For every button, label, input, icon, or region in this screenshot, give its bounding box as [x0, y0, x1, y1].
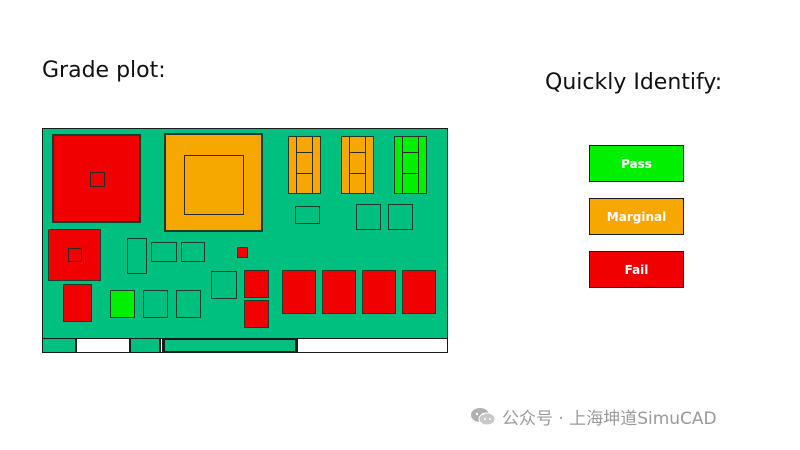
bottom-strip-6 — [297, 338, 448, 353]
component-j2-left-rail — [349, 136, 350, 194]
component-u2-outline — [184, 155, 244, 215]
bottom-strip-1 — [42, 338, 76, 353]
component-c3[interactable] — [362, 270, 396, 314]
legend-fail: Fail — [589, 251, 684, 288]
legend-marginal-label: Marginal — [606, 209, 667, 224]
component-u1-pad — [90, 172, 105, 187]
legend-marginal: Marginal — [589, 198, 684, 235]
component-j3-bar-bottom — [402, 173, 419, 174]
legend-fail-label: Fail — [624, 262, 649, 277]
component-r2[interactable] — [244, 300, 269, 328]
component-j1-left-rail — [296, 136, 297, 194]
component-j1-bar-top — [296, 152, 313, 153]
component-r1[interactable] — [244, 270, 269, 298]
component-u2[interactable] — [164, 133, 263, 232]
component-j1-bar-bottom — [296, 173, 313, 174]
grade-plot-title: Grade plot: — [42, 58, 166, 83]
component-c1[interactable] — [282, 270, 316, 314]
component-c4[interactable] — [402, 270, 436, 314]
component-j3[interactable] — [394, 136, 427, 194]
component-r3[interactable] — [63, 284, 92, 322]
watermark-text: 公众号 · 上海坤道SimuCAD — [502, 409, 717, 429]
quickly-identify-title: Quickly Identify: — [545, 70, 723, 95]
component-j2-right-rail — [365, 136, 366, 194]
bottom-strip-3 — [130, 338, 160, 353]
component-u1[interactable] — [52, 134, 141, 223]
bottom-strip-4 — [160, 338, 163, 353]
legend-pass: Pass — [589, 145, 684, 182]
component-outline-5[interactable] — [151, 242, 177, 262]
bottom-strip-2 — [76, 338, 130, 353]
component-j2[interactable] — [341, 136, 374, 194]
component-outline-6[interactable] — [181, 242, 205, 262]
component-u3-pad — [68, 248, 82, 262]
component-r4[interactable] — [110, 290, 135, 318]
wechat-icon — [471, 407, 496, 425]
component-j3-right-rail — [418, 136, 419, 194]
watermark: 公众号 · 上海坤道SimuCAD — [470, 404, 717, 429]
component-outline-2[interactable] — [356, 204, 381, 230]
component-outline-7[interactable] — [211, 271, 237, 299]
component-j2-bar-bottom — [349, 173, 366, 174]
component-j2-bar-top — [349, 152, 366, 153]
component-j1-right-rail — [312, 136, 313, 194]
component-outline-3[interactable] — [388, 204, 413, 230]
bottom-strip-5 — [163, 338, 297, 353]
component-j3-left-rail — [402, 136, 403, 194]
component-u3[interactable] — [48, 229, 101, 281]
legend-pass-label: Pass — [621, 156, 652, 171]
component-j1[interactable] — [288, 136, 321, 194]
component-outline-9[interactable] — [176, 290, 201, 318]
pcb-board — [42, 128, 448, 353]
component-c2[interactable] — [322, 270, 356, 314]
component-j3-bar-top — [402, 152, 419, 153]
component-outline-4[interactable] — [127, 238, 147, 274]
component-outline-8[interactable] — [143, 290, 168, 318]
component-outline-1[interactable] — [295, 206, 320, 224]
component-d1[interactable] — [237, 247, 248, 258]
